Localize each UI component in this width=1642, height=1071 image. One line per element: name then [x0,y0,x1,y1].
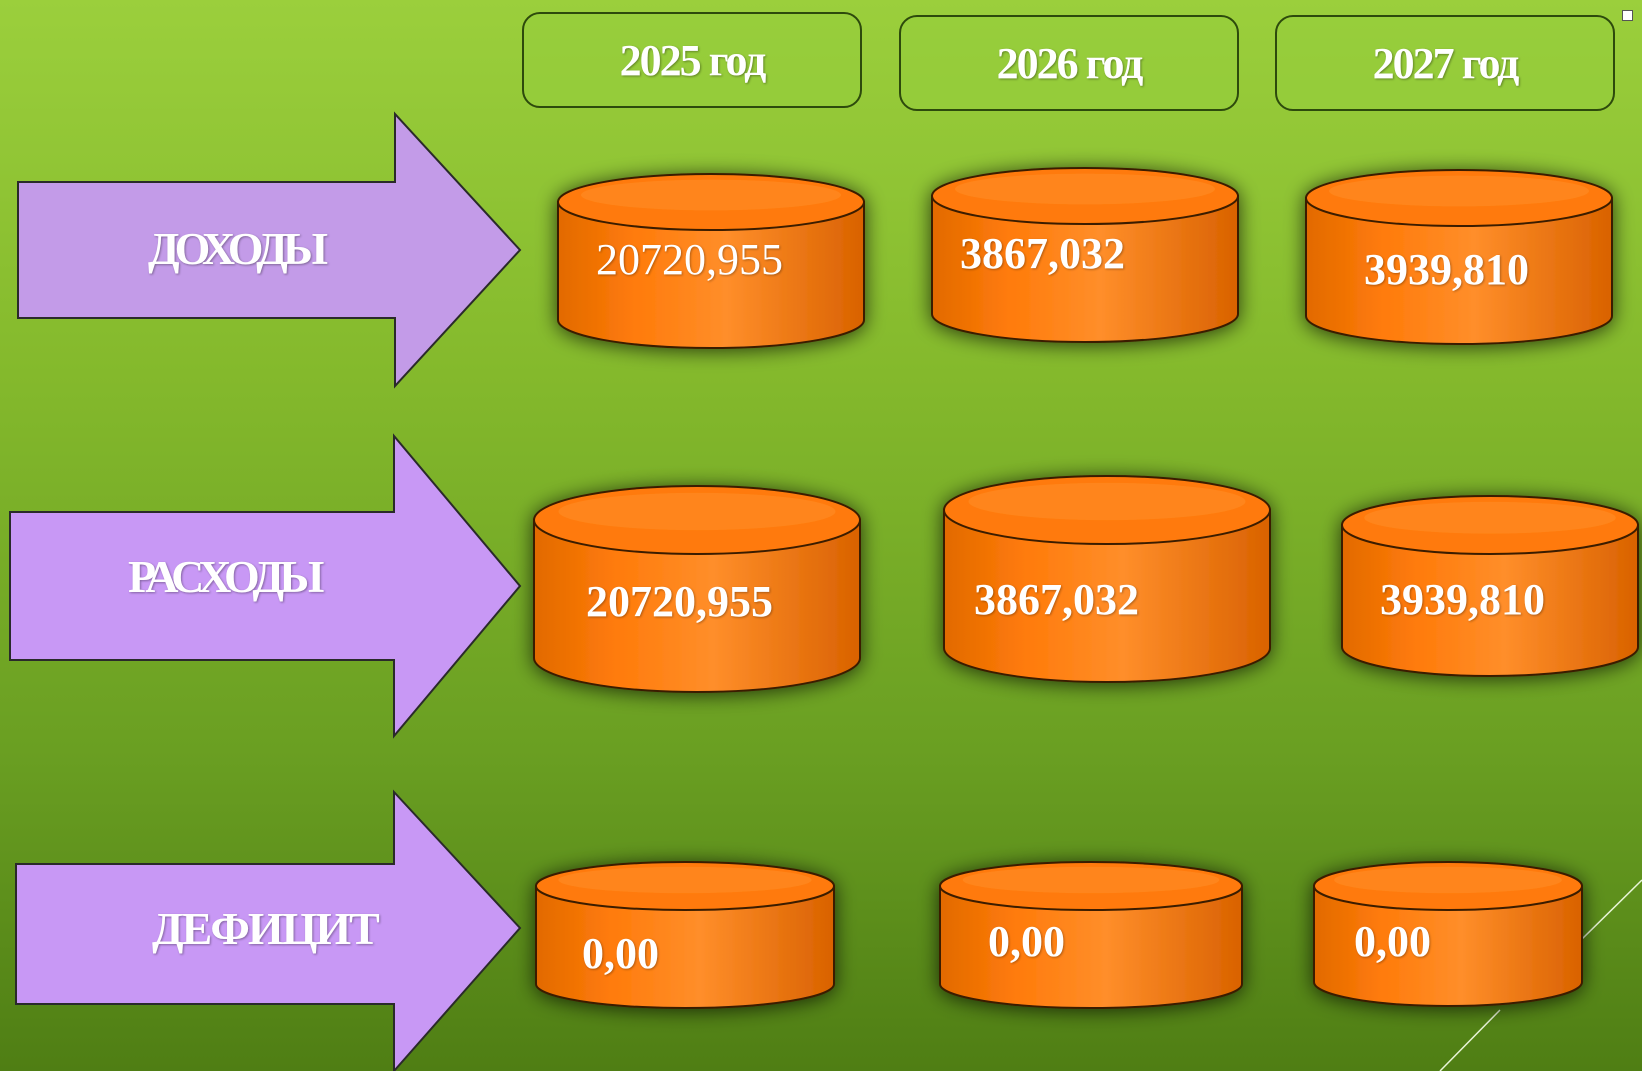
arrow-shape [15,789,522,1071]
value-deficit-2025: 0,00 [582,929,659,978]
row-label-income: ДОХОДЫ [148,223,328,274]
arrow-income: ДОХОДЫ [17,111,522,389]
row-label-expenses: РАСХОДЫ [128,551,324,602]
cylinder-deficit-2026: 0,00 [938,860,1244,1010]
cylinder-expenses-2025: 20720,955 [532,484,862,694]
cylinder-deficit-2025: 0,00 [534,860,836,1010]
arrow-shape [9,433,522,739]
row-label-deficit: ДЕФИЦИТ [152,903,380,954]
cylinder-income-2025: 20720,955 [556,172,866,350]
cylinder-expenses-2027: 3939,810 [1340,494,1640,678]
cylinder-shape [1305,169,1613,345]
cylinder-income-2026: 3867,032 [930,166,1240,344]
selection-handle [1622,10,1633,21]
value-deficit-2027: 0,00 [1354,917,1431,966]
value-income-2027: 3939,810 [1364,245,1529,294]
year-header-2027: 2027 год [1275,15,1615,111]
cylinder-shape [943,475,1271,683]
cylinder-shape [939,861,1243,1009]
year-header-2025: 2025 год [522,12,862,108]
value-deficit-2026: 0,00 [988,917,1065,966]
cylinder-shape [535,861,835,1009]
value-expenses-2025: 20720,955 [586,577,773,626]
cylinder-shape [1341,495,1639,677]
cylinder-shape [1313,861,1583,1007]
cylinder-income-2027: 3939,810 [1304,168,1614,346]
value-expenses-2026: 3867,032 [974,575,1139,624]
cylinder-shape [557,173,865,349]
value-income-2026: 3867,032 [960,229,1125,278]
cylinder-shape [533,485,861,693]
value-income-2025: 20720,955 [596,235,783,284]
arrow-deficit: ДЕФИЦИТ [15,789,522,1071]
value-expenses-2027: 3939,810 [1380,575,1545,624]
cylinder-expenses-2026: 3867,032 [942,474,1272,684]
year-header-2026: 2026 год [899,15,1239,111]
cylinder-shape [931,167,1239,343]
arrow-shape [17,111,522,389]
cylinder-deficit-2027: 0,00 [1312,860,1584,1008]
arrow-expenses: РАСХОДЫ [9,433,522,739]
